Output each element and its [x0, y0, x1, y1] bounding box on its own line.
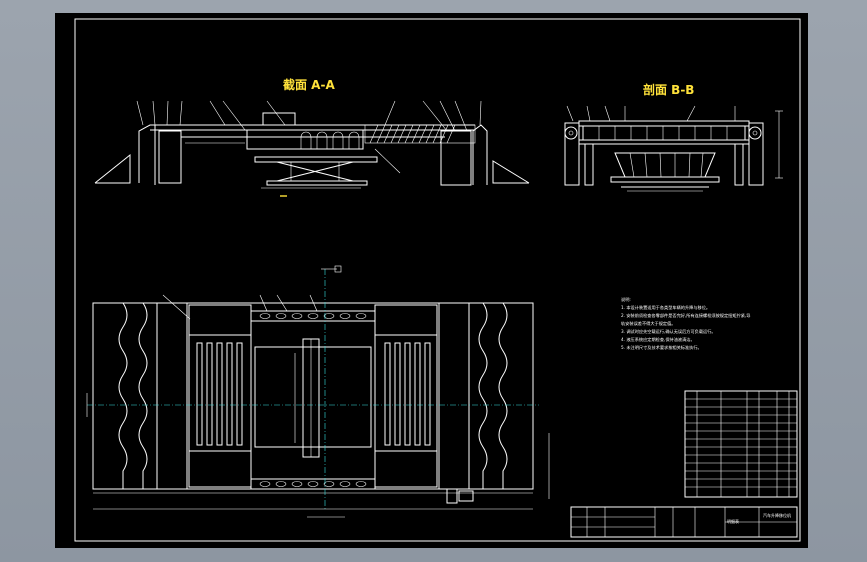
section-bb-title: 剖面 B-B [643, 82, 694, 97]
note-line: 4. 液压系统应定期检查,保持油液清洁。 [621, 336, 695, 343]
drawing-sheet: 截面 A-A [55, 13, 808, 548]
title-block-name: 汽车升降移位机 [763, 512, 791, 518]
notes-heading: 说明: [621, 296, 631, 303]
plan-view [86, 265, 550, 518]
drawing-canvas: 截面 A-A [74, 18, 801, 542]
note-line: 3. 调试时应先空载运行,确认无误后方可负载运行。 [621, 328, 716, 335]
drawing-frame [74, 18, 801, 542]
technical-notes: 说明: 1. 本设计装置适用于各类型车辆的升降与移位。 2. 安装前须检查各零部… [621, 296, 750, 351]
parts-list-table: 明细表 [684, 390, 798, 524]
section-aa-title: 截面 A-A [283, 77, 335, 92]
parts-table-title: 明细表 [727, 518, 739, 524]
section-aa-view [94, 100, 530, 197]
note-line: 2. 安装前须检查各零部件是否完好,所有连接螺栓须按规定扭矩拧紧,导 [621, 312, 750, 319]
note-line: 轨安装误差不得大于规定值。 [621, 320, 675, 327]
section-bb-view [564, 105, 783, 192]
note-line: 1. 本设计装置适用于各类型车辆的升降与移位。 [621, 304, 710, 311]
title-block: 汽车升降移位机 [570, 506, 798, 538]
note-line: 5. 未注明尺寸及技术要求按相关标准执行。 [621, 344, 702, 351]
